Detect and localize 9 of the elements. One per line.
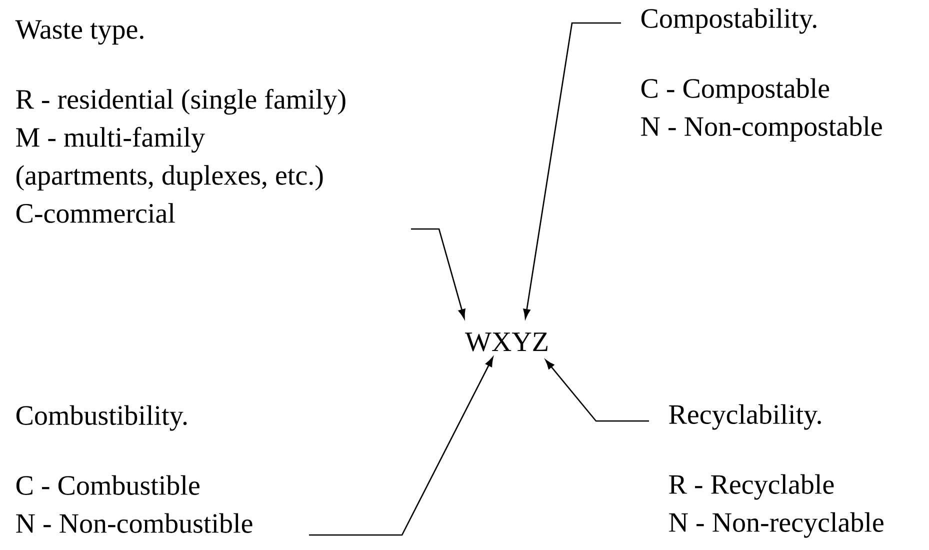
code-description: Recyclability. R - Recyclable N - Non-recyclable [669, 404, 884, 538]
leader-arrow [545, 360, 649, 422]
leader-arrow [309, 357, 494, 536]
code-description: Compostability. C - Compostable N - Non-compostable [641, 8, 882, 142]
code-label: WXYZ [465, 332, 548, 352]
leader-arrow [523, 22, 621, 319]
code-description: Waste type. R - residential (single family) M - multi-family (apartments, duplexes, etc.) C-commercial [15, 20, 346, 223]
leader-arrow [411, 228, 466, 319]
code-description: Combustibility. C - Combustible N - Non-combustible [16, 405, 252, 533]
